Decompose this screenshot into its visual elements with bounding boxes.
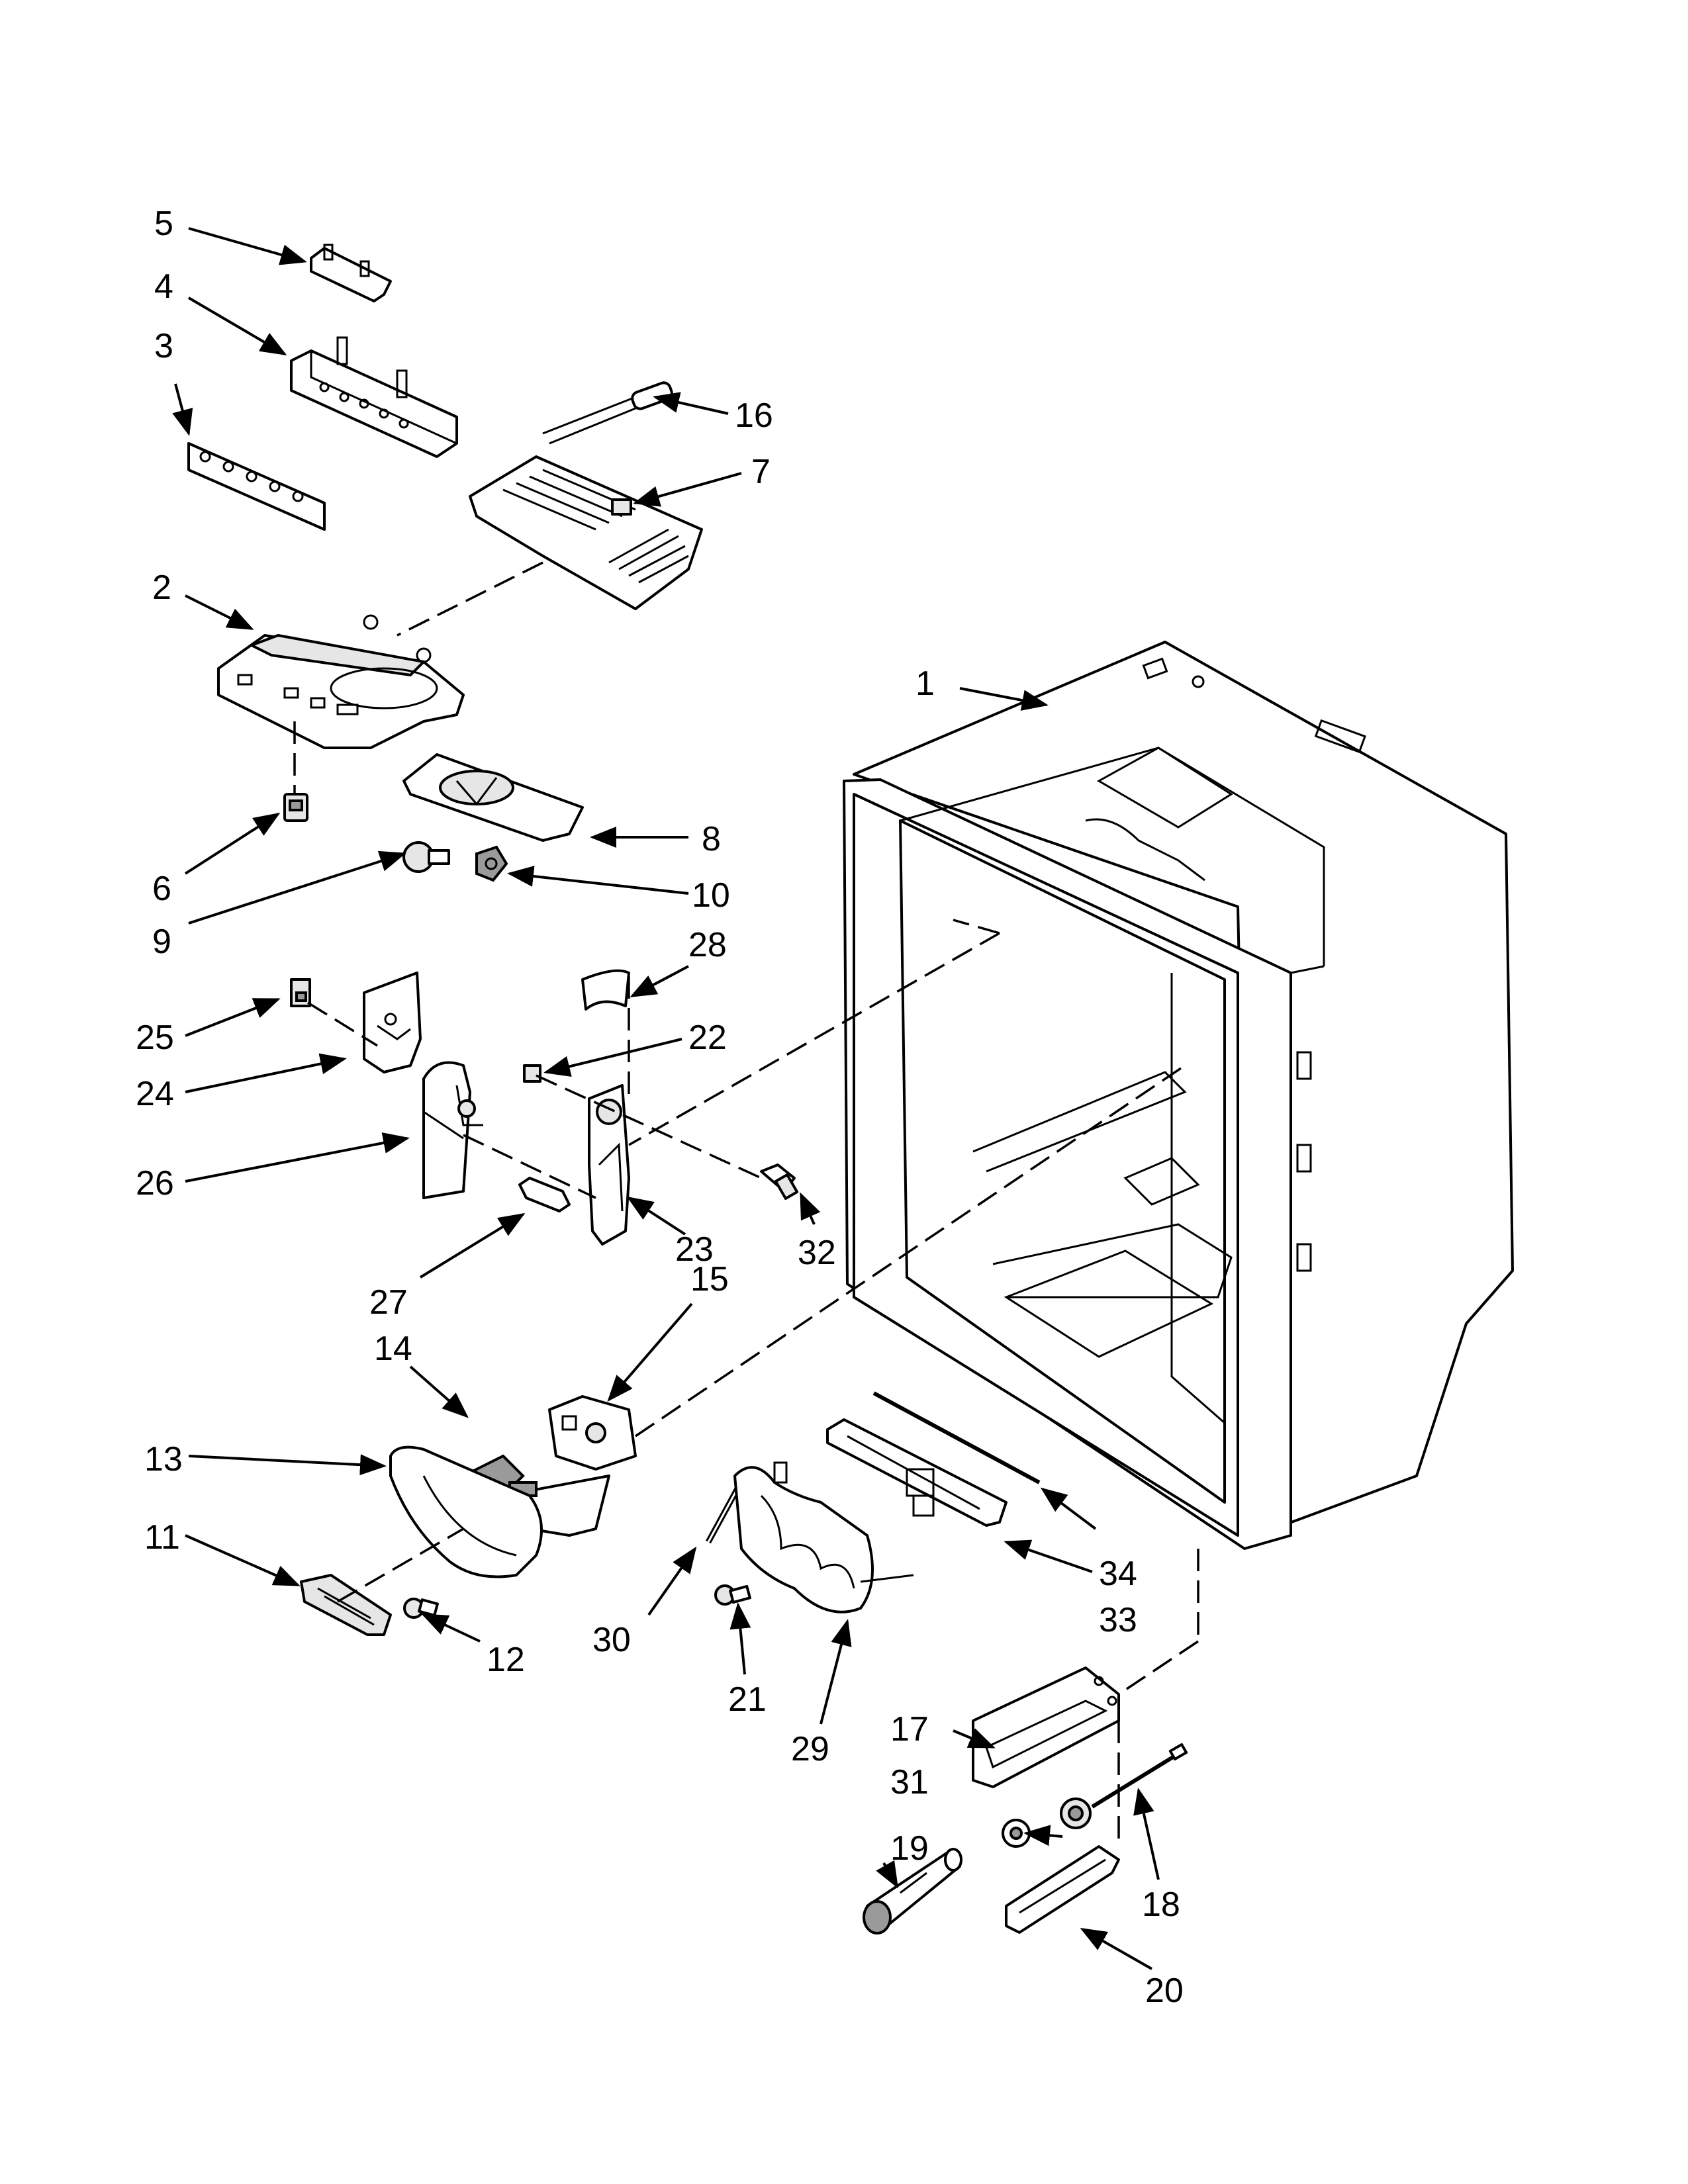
assembly-guide-lines [293,561,1199,1846]
part-9-bulb [402,841,450,873]
part-11-paddle [300,1574,392,1636]
callout-32: 32 [798,1234,836,1272]
callout-13: 13 [144,1440,183,1479]
part-29-ice-maker [733,1461,914,1614]
callout-21: 21 [728,1680,767,1719]
callout-22: 22 [688,1019,727,1057]
callout-9: 9 [152,923,171,961]
part-4-board-housing [290,336,458,458]
part-31-cap [1002,1819,1031,1848]
part-15-damper [548,1395,637,1471]
callout-8: 8 [702,820,721,858]
callout-4: 4 [154,267,173,306]
part-23-ice-chute [588,1084,630,1246]
part-3-overlay [187,442,326,531]
callout-27: 27 [369,1283,408,1322]
callout-11: 11 [144,1518,180,1557]
part-28-cover [581,969,630,1011]
callout-20: 20 [1145,1972,1184,2010]
part-13-shroud [389,1445,543,1578]
callout-7: 7 [751,453,771,491]
callout-23: 23 [675,1230,714,1269]
callout-2: 2 [152,569,171,607]
part-24-bracket [363,972,422,1073]
part-34-wire [872,1391,1041,1484]
callout-18: 18 [1142,1886,1180,1924]
callout-10: 10 [692,876,730,915]
callout-28: 28 [688,926,727,964]
part-12-screw [403,1598,439,1619]
part-8-lens [402,753,584,842]
callout-30: 30 [592,1621,631,1659]
callout-29: 29 [791,1730,829,1768]
callout-12: 12 [487,1641,525,1679]
callout-3: 3 [154,327,173,365]
part-18-filter-head [1060,1743,1188,1829]
part-26-fill-tube [422,1061,483,1199]
callout-labels: 1 2 3 4 5 6 7 8 9 10 11 12 13 14 15 16 1… [136,205,1184,2010]
callout-6: 6 [152,870,171,908]
part-32-screw [760,1163,799,1200]
part-7-grille-cover [469,455,703,610]
part-17-bracket [972,1666,1120,1788]
callout-15: 15 [690,1260,729,1298]
callout-33: 33 [1099,1601,1137,1639]
callout-16: 16 [735,396,773,435]
part-10-socket [475,845,508,882]
part-16-thermistor [542,381,673,445]
callout-24: 24 [136,1075,174,1113]
part-27-clip [518,1177,571,1212]
part-20-filter-door [1005,1845,1120,1934]
callout-26: 26 [136,1164,174,1203]
callout-34: 34 [1099,1555,1137,1593]
part-25-connector [290,978,311,1007]
part-1-liner [843,641,1514,1550]
part-22-clip [523,1064,541,1083]
part-5-clip [310,244,392,302]
callout-17: 17 [890,1710,929,1749]
part-2-control-housing [217,614,465,749]
callout-1: 1 [915,664,935,703]
part-21-screw [714,1584,751,1606]
part-33-rail [826,1418,1008,1527]
part-19-filter [863,1848,962,1934]
callout-14: 14 [374,1330,412,1368]
callout-5: 5 [154,205,173,243]
part-6-switch [283,793,308,822]
callout-19: 19 [890,1829,929,1868]
callout-31: 31 [890,1763,929,1801]
callout-25: 25 [136,1019,174,1057]
callout-leaders [172,227,1160,1970]
